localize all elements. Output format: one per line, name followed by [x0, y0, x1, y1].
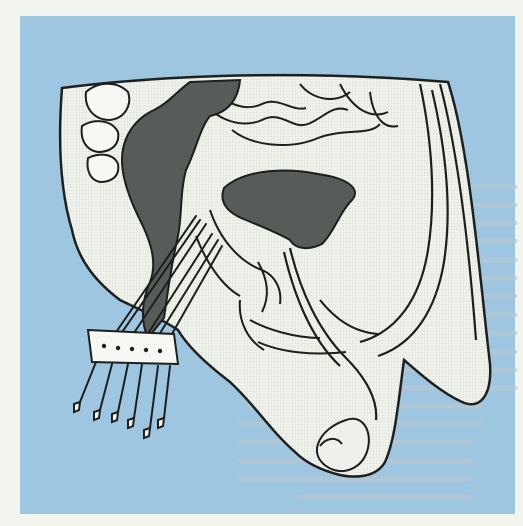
template-grid-icon: [88, 330, 178, 364]
